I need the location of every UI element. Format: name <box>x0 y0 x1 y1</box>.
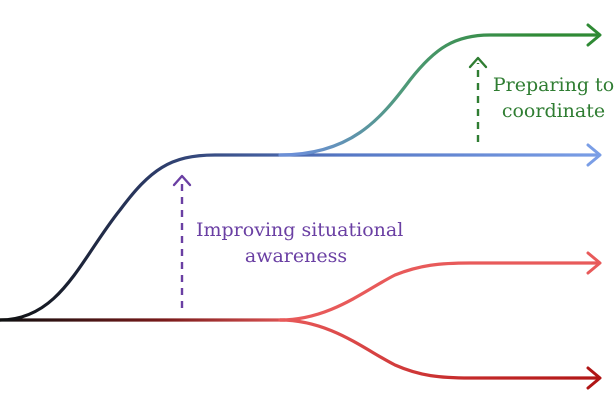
blue-path <box>0 153 600 322</box>
coordinate-label: Preparing to coordinate <box>492 72 615 124</box>
situational-arrowhead <box>172 174 192 187</box>
situational-awareness-label: Improving situational awareness <box>196 217 404 269</box>
situational-label-line1: Improving situational <box>196 219 404 241</box>
green-path <box>278 33 600 157</box>
situational-label-line2: awareness <box>244 245 348 267</box>
green-arrowhead <box>586 23 602 47</box>
coordinate-arrowhead <box>468 56 488 69</box>
red-down-arrowhead <box>586 366 602 390</box>
coordinate-label-line2: coordinate <box>501 100 606 122</box>
coordinate-label-line1: Preparing to <box>492 74 615 96</box>
red-down-path <box>278 318 600 380</box>
blue-arrowhead <box>586 143 602 167</box>
red-up-arrowhead <box>586 251 602 275</box>
red-up-path <box>278 261 600 322</box>
